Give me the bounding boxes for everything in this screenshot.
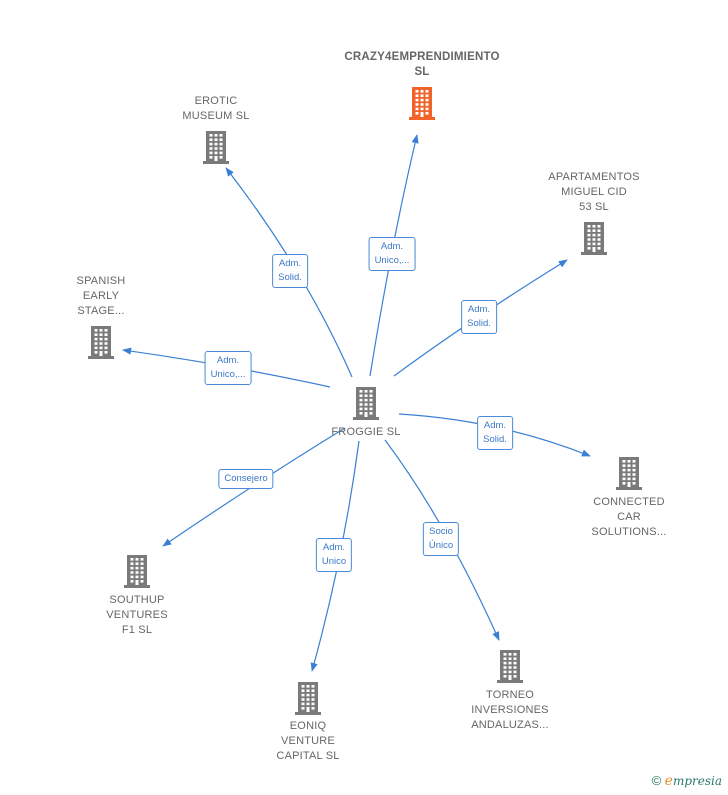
building-icon bbox=[497, 650, 523, 683]
building-icon bbox=[124, 555, 150, 588]
building-icon bbox=[295, 682, 321, 715]
edge-label-torneo[interactable]: Socio Único bbox=[422, 522, 460, 556]
building-icon bbox=[578, 221, 610, 260]
building-icon bbox=[203, 131, 229, 164]
building-icon bbox=[613, 456, 645, 495]
company-label-apartamentos: APARTAMENTOS MIGUEL CID 53 SL bbox=[548, 171, 640, 213]
building-icon bbox=[409, 87, 435, 120]
company-label-spanish: SPANISH EARLY STAGE... bbox=[76, 275, 126, 317]
building-icon bbox=[406, 86, 438, 125]
brand-initial: e bbox=[664, 773, 673, 789]
building-icon bbox=[581, 222, 607, 255]
building-icon bbox=[121, 554, 153, 593]
edge-label-erotic[interactable]: Adm. Solid. bbox=[272, 254, 308, 288]
edge-label-southup[interactable]: Consejero bbox=[218, 469, 274, 489]
edge-label-connected[interactable]: Adm. Solid. bbox=[477, 416, 513, 450]
company-label-connected: CONNECTED CAR SOLUTIONS... bbox=[591, 496, 667, 538]
building-icon bbox=[200, 130, 232, 169]
company-label-crazy: CRAZY4EMPRENDIMIENTO SL bbox=[344, 51, 500, 78]
company-label-torneo: TORNEO INVERSIONES ANDALUZAS... bbox=[471, 689, 549, 731]
company-label-eoniq: EONIQ VENTURE CAPITAL SL bbox=[276, 720, 340, 762]
company-label-southup: SOUTHUP VENTURES F1 SL bbox=[106, 594, 168, 636]
edge-label-crazy[interactable]: Adm. Unico,... bbox=[368, 237, 416, 271]
building-icon bbox=[494, 649, 526, 688]
building-icon bbox=[350, 386, 382, 425]
edge-label-apartamentos[interactable]: Adm. Solid. bbox=[461, 300, 497, 334]
copyright-symbol: © bbox=[651, 773, 662, 788]
building-icon bbox=[292, 681, 324, 720]
company-label-erotic: EROTIC MUSEUM SL bbox=[182, 95, 250, 122]
edge-label-eoniq[interactable]: Adm. Unico bbox=[315, 538, 353, 572]
building-icon bbox=[616, 457, 642, 490]
building-icon bbox=[85, 325, 117, 364]
building-icon bbox=[88, 326, 114, 359]
brand-name: mpresia bbox=[672, 774, 722, 788]
center-company-label: FROGGIE SL bbox=[331, 426, 401, 438]
footer-brand: © empresia bbox=[652, 773, 722, 789]
building-icon bbox=[353, 387, 379, 420]
edge-label-spanish[interactable]: Adm. Unico,... bbox=[204, 351, 252, 385]
